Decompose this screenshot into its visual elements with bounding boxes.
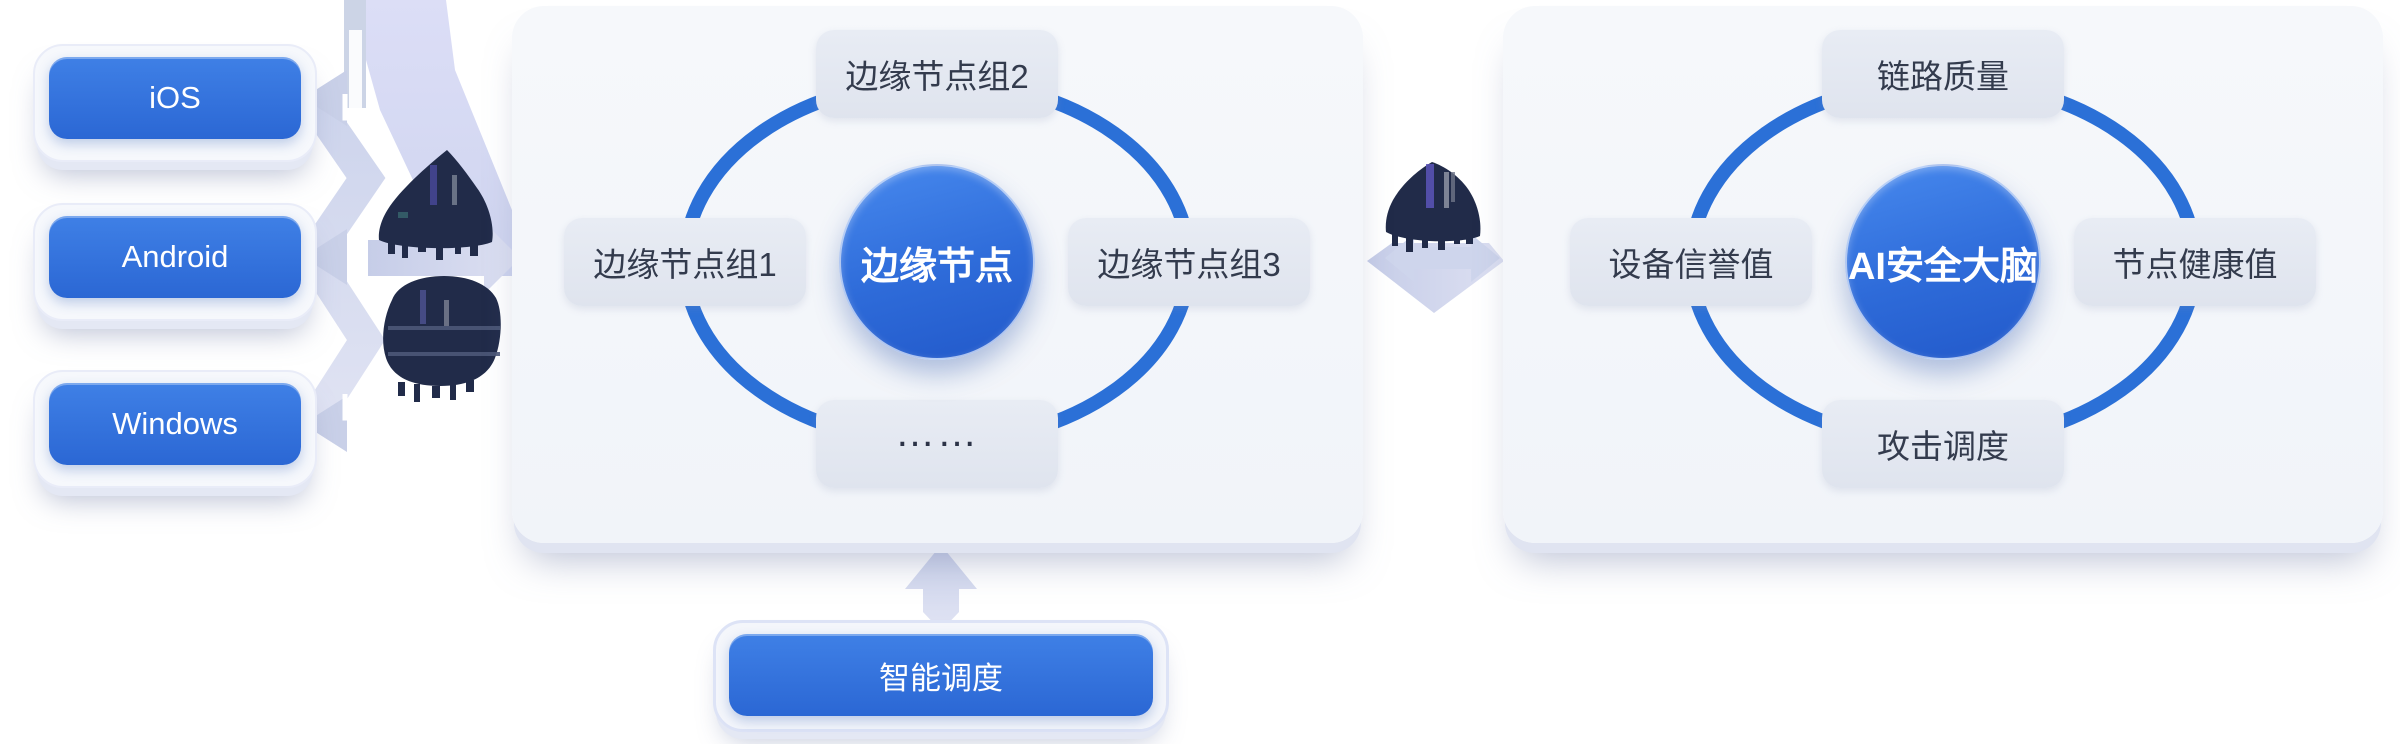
device-label-android: Android [49,216,301,298]
node-health-box: 节点健康值 [2074,218,2316,306]
arrowhead-to-windows [303,396,347,452]
device-reputation-box: 设备信誉值 [1570,218,1812,306]
edge-group-more-box: …… [816,400,1058,488]
device-label-ios: iOS [49,57,301,139]
ai-brain-panel: 链路质量 设备信誉值 节点健康值 攻击调度 AI安全大脑 [1503,6,2383,543]
render-artifact [342,30,362,421]
device-node-windows: Windows [33,370,317,488]
link-quality-box: 链路质量 [1822,30,2064,118]
up-arrow [905,545,977,631]
bidirectional-arrow [1367,234,1504,313]
ai-brain-hub: AI安全大脑 [1845,164,2041,360]
edge-group-3-box: 边缘节点组3 [1068,218,1310,306]
edge-group-2-box: 边缘节点组2 [816,30,1058,118]
garbled-text-artifact [383,276,501,402]
device-node-android: Android [33,203,317,321]
scheduler-label: 智能调度 [729,634,1153,716]
edge-group-1-box: 边缘节点组1 [564,218,806,306]
device-label-windows: Windows [49,383,301,465]
garbled-text-artifact [378,150,493,260]
scheduler-node: 智能调度 [713,620,1169,732]
device-node-ios: iOS [33,44,317,162]
garbled-text-artifact [1385,162,1481,252]
edge-node-hub: 边缘节点 [839,164,1035,360]
arrowhead-to-ios [303,70,347,126]
arrowhead-to-android [303,229,347,285]
attack-scheduling-box: 攻击调度 [1822,400,2064,488]
ellipsis-label: …… [895,410,979,455]
edge-node-panel: 边缘节点组2 边缘节点组1 边缘节点组3 …… 边缘节点 [512,6,1363,543]
